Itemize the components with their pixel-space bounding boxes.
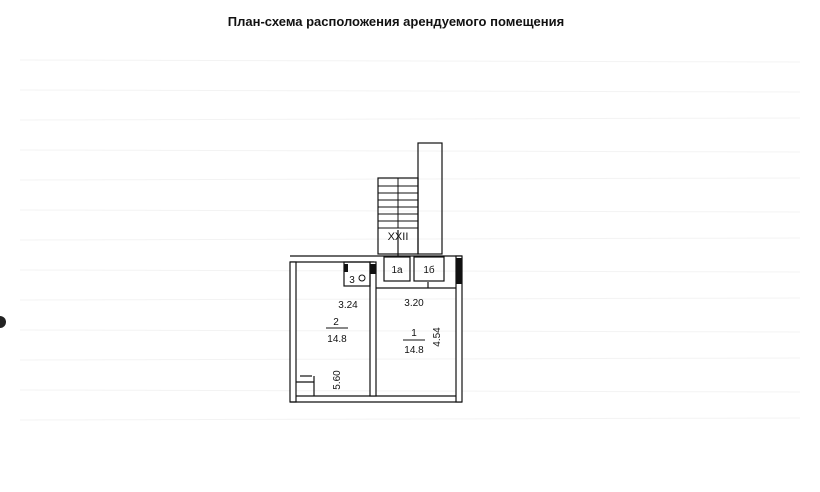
room-1a-number: 1а xyxy=(391,265,403,276)
punch-hole xyxy=(0,316,6,328)
staircase-label: XXII xyxy=(388,231,409,243)
room-1-number: 1 xyxy=(411,328,417,339)
page-title: План-схема расположения арендуемого поме… xyxy=(227,14,565,29)
left-wall xyxy=(289,261,297,403)
room-2-area: 14.8 xyxy=(327,334,347,345)
room-1b-outline xyxy=(413,256,445,282)
room-1-length: 4.54 xyxy=(432,327,443,347)
partition-wall xyxy=(369,261,377,397)
stair-tower-wall xyxy=(417,142,443,255)
room-2-number: 2 xyxy=(333,317,339,328)
room-1a-outline xyxy=(383,256,411,282)
right-wall xyxy=(455,255,463,403)
room-1b-number: 1б xyxy=(423,264,435,276)
room-1-width: 3.20 xyxy=(404,298,424,309)
room-2-length: 5.60 xyxy=(332,370,343,390)
room-2-width: 3.24 xyxy=(338,300,358,311)
room-3-number: 3 xyxy=(349,275,355,286)
room-1-area: 14.8 xyxy=(404,345,424,356)
toilet-icon xyxy=(358,274,366,282)
stair-steps xyxy=(378,178,418,229)
